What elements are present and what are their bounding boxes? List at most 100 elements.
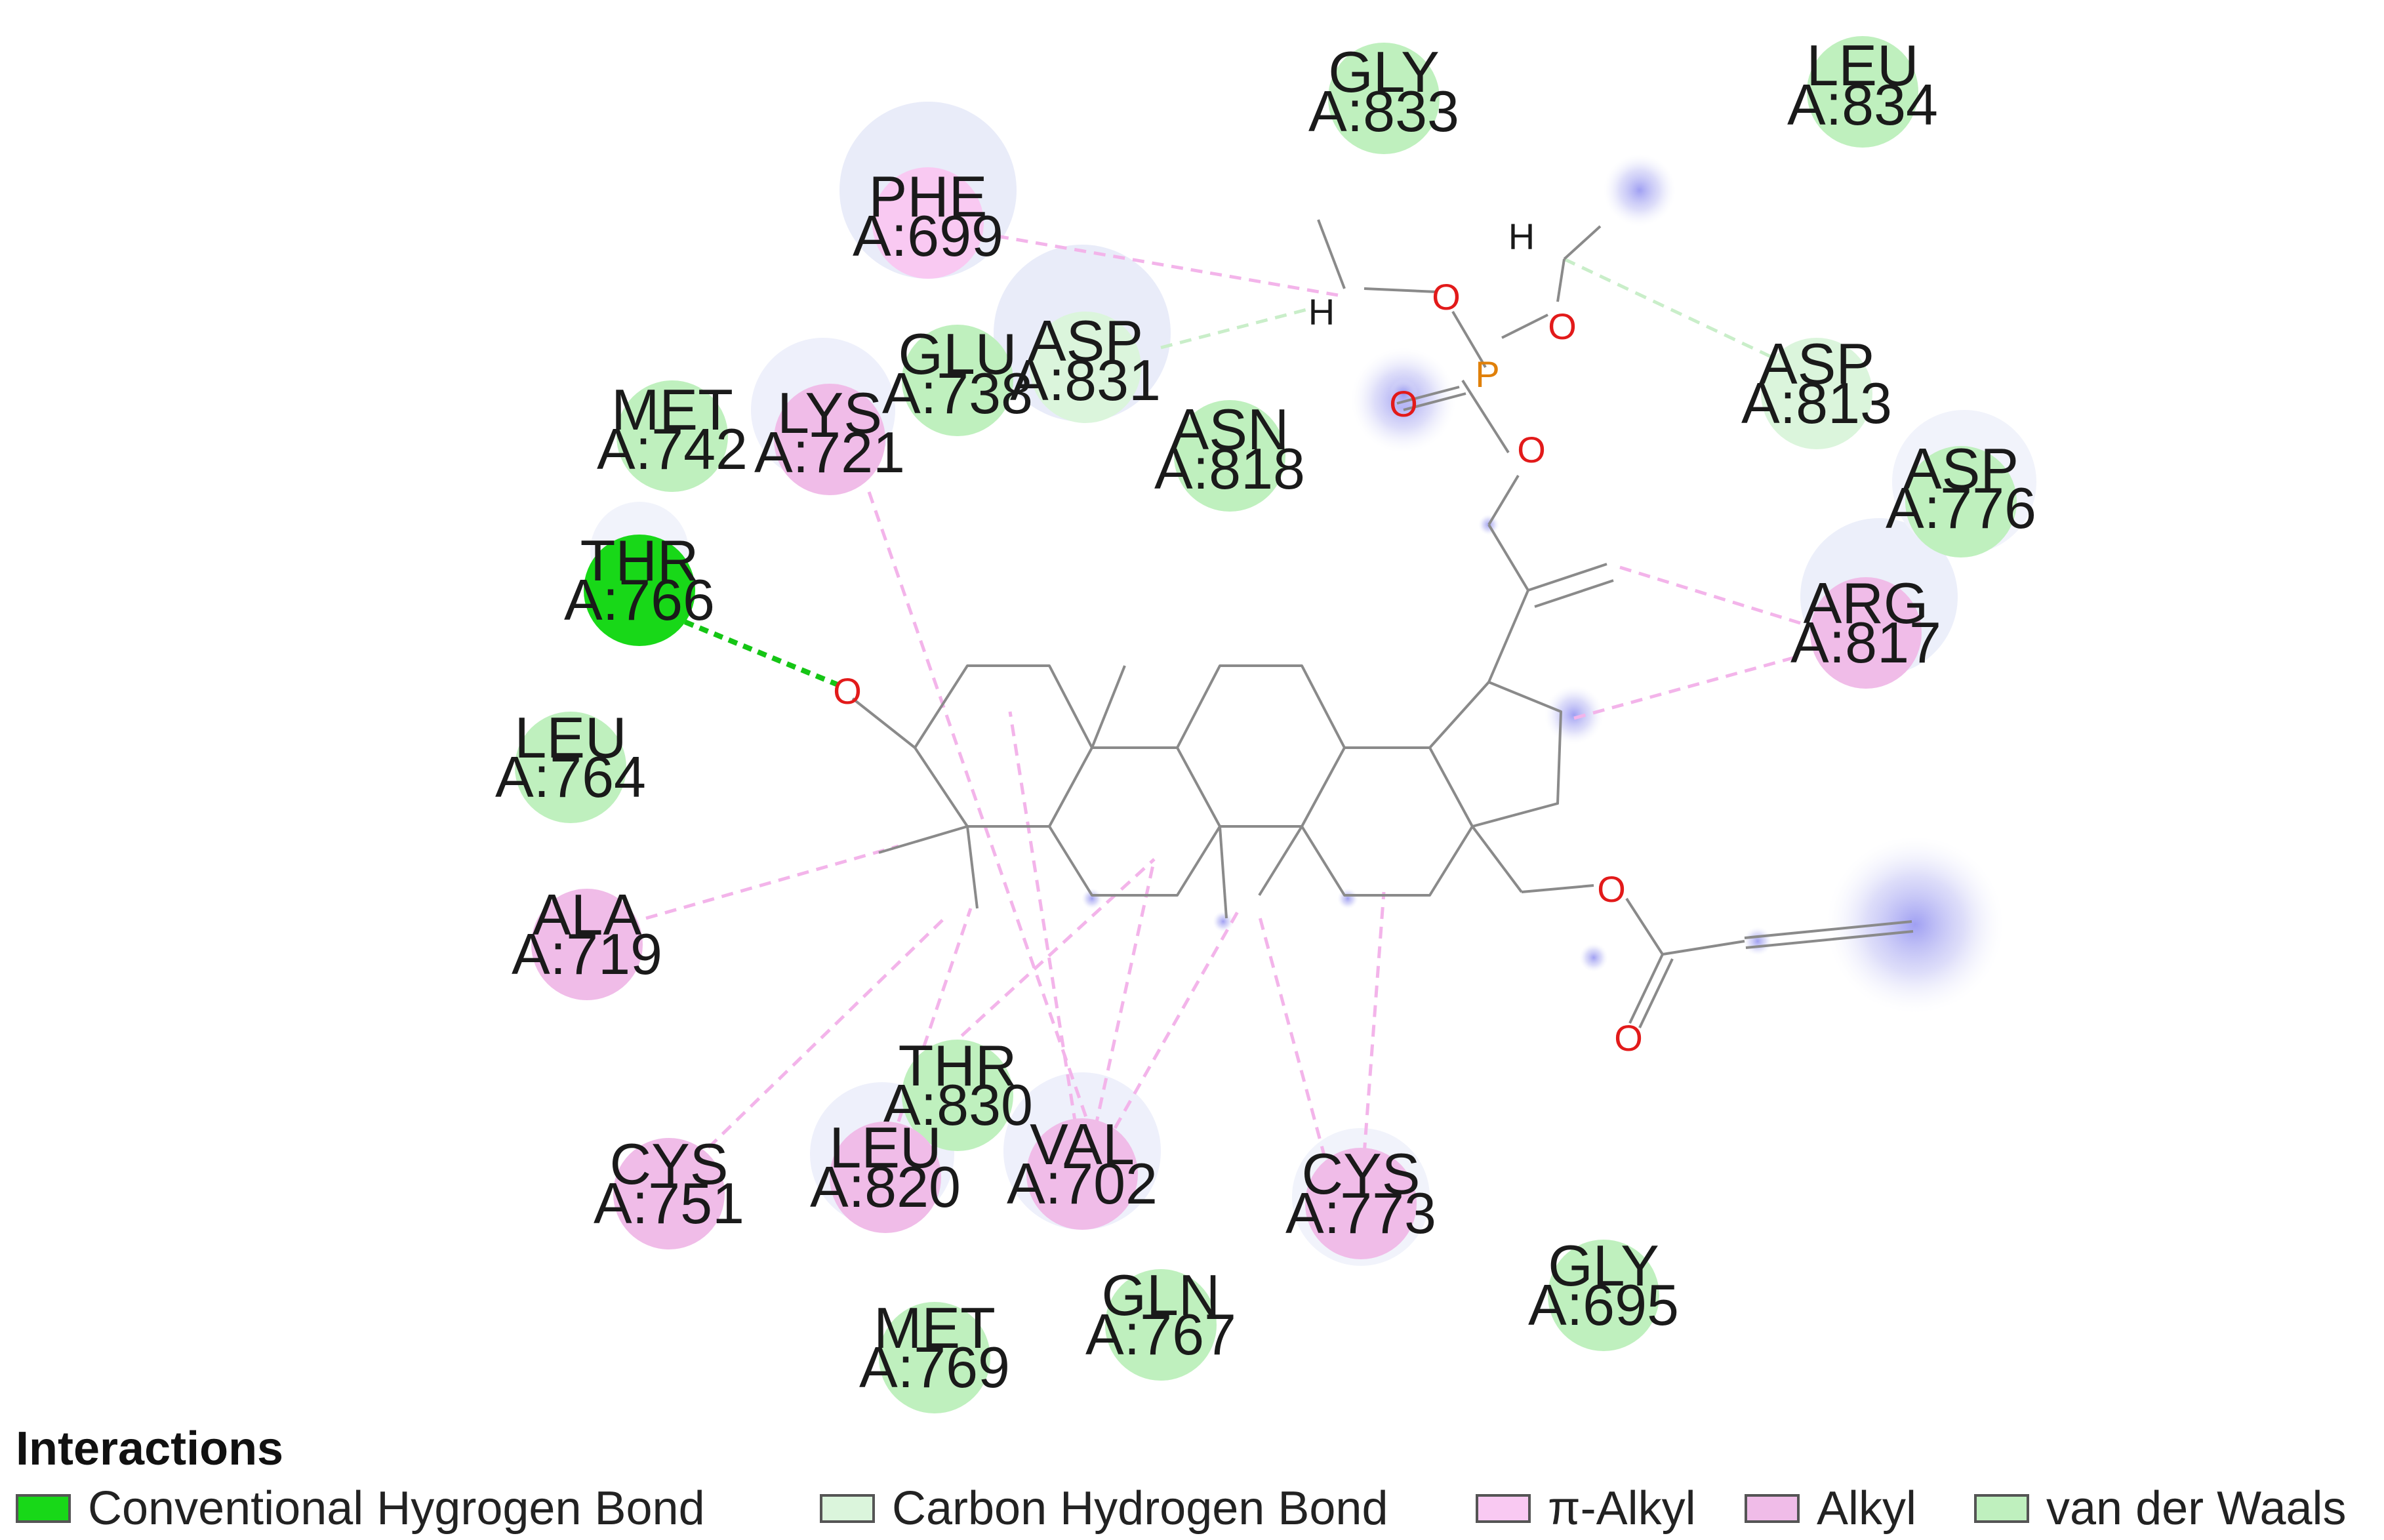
ligand-skeleton xyxy=(851,219,1914,1028)
residue-gln767[interactable]: GLN A:767 xyxy=(1085,1263,1236,1381)
interaction-lines xyxy=(645,234,1802,1158)
residue-phe699[interactable]: PHE A:699 xyxy=(853,164,1003,279)
residue-disc xyxy=(872,167,984,279)
residue-asp776[interactable]: ASP A:776 xyxy=(1886,436,2036,557)
svg-text:GLY: GLY xyxy=(1548,1233,1659,1298)
svg-text:A:719: A:719 xyxy=(512,922,662,986)
residue-disc xyxy=(774,384,885,495)
residue-disc xyxy=(1548,1240,1659,1351)
residue-leu834[interactable]: LEU A:834 xyxy=(1787,33,1938,148)
residue-disc xyxy=(1030,312,1141,423)
residues: GLY A:833 LEU A:834 PHE A:699 GLU A:738 … xyxy=(495,33,2036,1413)
oxygen-atom-p1: O xyxy=(1432,276,1461,317)
residue-ala719[interactable]: ALA A:719 xyxy=(512,882,662,1000)
legend-item-pi-alkyl: π-Alkyl xyxy=(1476,1482,1696,1535)
svg-text:MET: MET xyxy=(874,1295,996,1360)
residue-leu764[interactable]: LEU A:764 xyxy=(495,705,646,823)
svg-text:ASP: ASP xyxy=(1028,308,1143,373)
residue-disc xyxy=(1761,338,1872,449)
svg-text:PHE: PHE xyxy=(869,164,988,229)
residue-val702[interactable]: VAL A:702 xyxy=(1007,1112,1158,1230)
oxygen-atom-hydroxyl: O xyxy=(833,670,862,712)
residue-disc xyxy=(830,1122,941,1233)
svg-text:A:767: A:767 xyxy=(1085,1302,1236,1367)
residue-arg817[interactable]: ARG A:817 xyxy=(1790,571,1941,689)
oxygen-atom-p3: O xyxy=(1389,383,1418,424)
residue-disc xyxy=(616,380,728,492)
residue-disc xyxy=(515,712,626,823)
legend-item-conventional-hbond: Conventional Hygrogen Bond xyxy=(16,1482,705,1535)
legend-swatch xyxy=(820,1494,875,1523)
legend-label: Alkyl xyxy=(1817,1482,1917,1535)
residue-gly833[interactable]: GLY A:833 xyxy=(1308,39,1459,154)
svg-text:A:702: A:702 xyxy=(1007,1151,1158,1216)
residue-leu820[interactable]: LEU A:820 xyxy=(810,1115,961,1233)
legend-label: Conventional Hygrogen Bond xyxy=(88,1482,705,1535)
residue-thr766[interactable]: THR A:766 xyxy=(564,528,715,646)
phosphorus-atom: P xyxy=(1475,354,1499,395)
residue-asn818[interactable]: ASN A:818 xyxy=(1154,397,1305,512)
legend-swatch xyxy=(1476,1494,1531,1523)
svg-text:LEU: LEU xyxy=(1806,33,1918,98)
legend-title: Interactions xyxy=(16,1423,284,1475)
svg-text:LEU: LEU xyxy=(514,705,626,770)
svg-text:A:818: A:818 xyxy=(1154,436,1305,501)
svg-text:THR: THR xyxy=(899,1033,1017,1098)
alkyl-cys751-line xyxy=(707,917,946,1149)
hydrogen-atom-2: H xyxy=(1508,216,1535,257)
residue-asp831[interactable]: ASP A:831 xyxy=(1010,308,1161,423)
residue-disc xyxy=(902,1040,1013,1151)
residue-gly695[interactable]: GLY A:695 xyxy=(1528,1233,1679,1351)
residue-disc xyxy=(1305,1148,1417,1259)
residue-lys721[interactable]: LYS A:721 xyxy=(754,380,905,495)
residue-disc xyxy=(1807,36,1918,148)
legend-label: π-Alkyl xyxy=(1548,1482,1696,1535)
alkyl-val702-line-b xyxy=(1093,859,1156,1129)
legend-swatch xyxy=(1745,1494,1800,1523)
residue-disc xyxy=(1105,1269,1217,1381)
svg-text:A:764: A:764 xyxy=(495,744,646,809)
svg-text:THR: THR xyxy=(580,528,699,593)
svg-text:LYS: LYS xyxy=(777,380,882,445)
svg-text:MET: MET xyxy=(611,377,733,442)
residue-disc xyxy=(1328,43,1440,154)
chbond-asp831-line xyxy=(1160,306,1312,350)
residue-met742[interactable]: MET A:742 xyxy=(597,377,748,492)
residue-glu738[interactable]: GLU A:738 xyxy=(882,321,1033,436)
legend-item-carbon-hbond: Carbon Hydrogen Bond xyxy=(820,1482,1388,1535)
residue-cys773[interactable]: CYS A:773 xyxy=(1285,1141,1436,1259)
svg-text:A:833: A:833 xyxy=(1308,79,1459,144)
alkyl-ala719-line xyxy=(645,844,899,920)
hbond-thr766-line xyxy=(655,607,841,688)
residue-cys751[interactable]: CYS A:751 xyxy=(594,1131,744,1249)
legend-item-vdw: van der Waals xyxy=(1974,1482,2347,1535)
alkyl-val702-line-c xyxy=(1113,907,1242,1129)
chbond-asp813-line xyxy=(1563,257,1802,373)
svg-text:A:766: A:766 xyxy=(564,567,715,632)
residue-asp813[interactable]: ASP A:813 xyxy=(1741,331,1892,449)
svg-text:A:751: A:751 xyxy=(594,1171,744,1236)
svg-text:A:742: A:742 xyxy=(597,416,748,481)
alkyl-cys773-line-b xyxy=(1362,891,1386,1155)
hydrogen-atom-1: H xyxy=(1308,291,1335,333)
svg-text:A:721: A:721 xyxy=(754,420,905,485)
ligand-exposure-blobs xyxy=(1081,154,2004,1013)
residue-met769[interactable]: MET A:769 xyxy=(859,1295,1010,1413)
svg-text:CYS: CYS xyxy=(610,1131,729,1196)
svg-text:LEU: LEU xyxy=(829,1115,941,1180)
oxygen-atom-p4: O xyxy=(1517,429,1546,470)
residue-disc xyxy=(1905,446,2017,557)
svg-text:A:817: A:817 xyxy=(1790,610,1941,675)
legend-swatch xyxy=(16,1494,71,1523)
alkyl-lys721-line xyxy=(867,491,1091,1125)
svg-text:A:773: A:773 xyxy=(1285,1181,1436,1246)
residue-disc xyxy=(1810,577,1922,689)
residue-disc xyxy=(584,535,695,646)
oxygen-atom-p2: O xyxy=(1548,306,1577,347)
residue-disc xyxy=(531,889,643,1000)
residue-thr830[interactable]: THR A:830 xyxy=(882,1033,1033,1151)
svg-text:ARG: ARG xyxy=(1804,571,1929,636)
svg-text:GLN: GLN xyxy=(1102,1263,1221,1327)
oxygen-atom-carbonyl: O xyxy=(1614,1017,1643,1059)
